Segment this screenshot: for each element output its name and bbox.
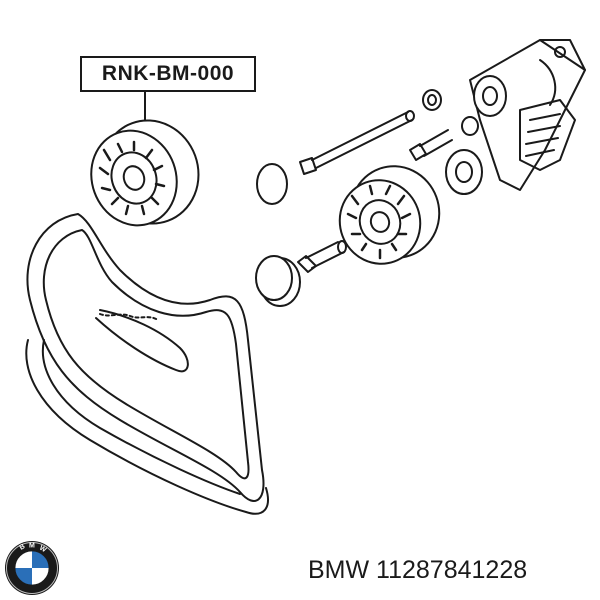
tensioner-assembly	[469, 39, 586, 191]
bmw-roundel-icon: B M W	[5, 541, 59, 595]
svg-text:W: W	[38, 545, 48, 555]
washer-right	[445, 149, 483, 195]
tension-pulley-main	[90, 119, 200, 227]
svg-text:B: B	[19, 543, 27, 552]
small-nut	[422, 89, 479, 136]
idler-pulley	[338, 165, 441, 265]
dust-cap	[255, 255, 301, 307]
svg-text:M: M	[29, 543, 35, 550]
drive-belt	[25, 213, 269, 515]
short-bolt	[297, 240, 347, 273]
washer-ring	[256, 163, 288, 205]
part-callout-label: RNK-BM-000	[80, 56, 256, 92]
brand-part-number: BMW 11287841228	[308, 556, 528, 584]
long-bolt	[299, 110, 415, 175]
small-bolt	[409, 129, 453, 161]
